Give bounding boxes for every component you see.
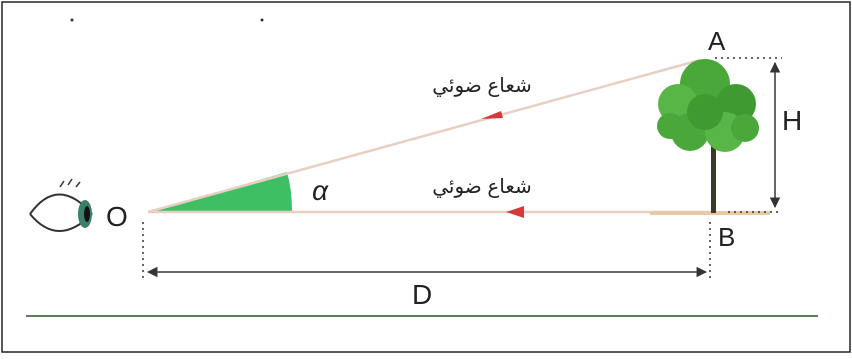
scan-dot xyxy=(70,18,74,22)
treetop-label: A xyxy=(708,26,726,56)
observer-label: O xyxy=(106,201,128,232)
tree-icon xyxy=(657,59,759,213)
upper-ray-caption: شعاع ضوئي xyxy=(432,75,532,98)
upper-ray-arrow xyxy=(481,111,503,119)
upper-light-ray xyxy=(147,58,701,214)
lower-ray-caption: شعاع ضوئي xyxy=(432,176,532,199)
lower-ray-arrow xyxy=(506,206,524,218)
treebase-label: B xyxy=(718,222,735,252)
angle-label: α xyxy=(312,175,329,206)
diagram-frame xyxy=(1,1,851,353)
height-label: H xyxy=(782,105,802,136)
scan-dot xyxy=(260,18,264,22)
distance-label: D xyxy=(412,279,432,310)
eye-icon xyxy=(29,178,93,232)
